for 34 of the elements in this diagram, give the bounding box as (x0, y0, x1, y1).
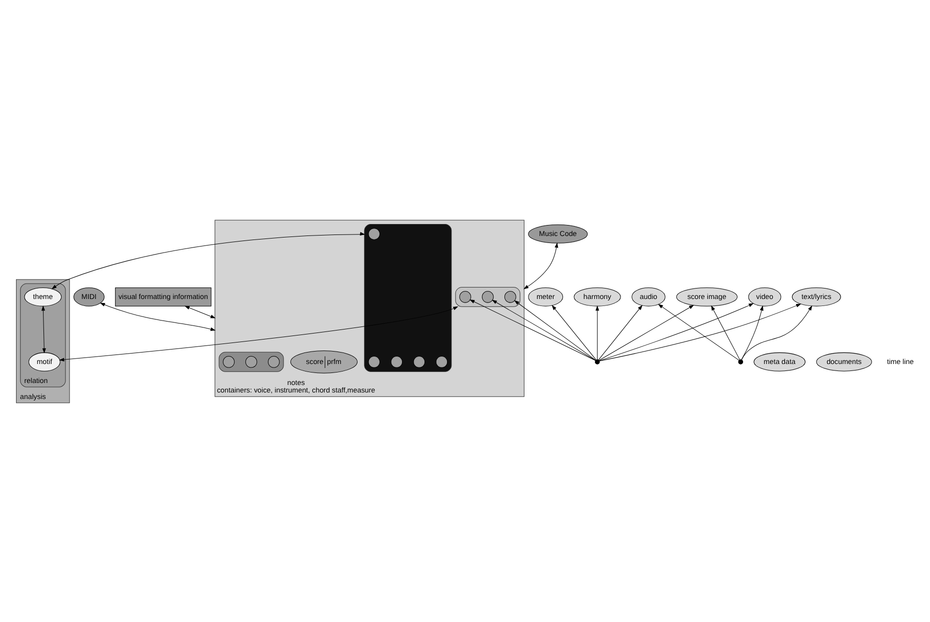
arrow (552, 304, 596, 360)
node-circle (368, 356, 380, 368)
arrow (711, 304, 740, 360)
node-circle (413, 356, 426, 368)
arrow (596, 304, 600, 360)
arrow (52, 231, 366, 289)
node-circle (390, 356, 403, 368)
arrow (184, 305, 216, 318)
arrow (41, 305, 46, 353)
arrow (599, 303, 802, 361)
node-circle (482, 290, 494, 302)
node-circle (504, 290, 516, 302)
node-circle (268, 356, 280, 368)
node-circle (222, 356, 235, 368)
arrow (741, 304, 812, 360)
node-circle (436, 356, 448, 368)
arrow (598, 304, 694, 360)
arrow (523, 242, 558, 289)
node-circle (245, 356, 258, 368)
arrow (598, 304, 642, 360)
arrow (599, 302, 754, 361)
node-point (594, 358, 600, 364)
node-point (738, 358, 744, 364)
arrow (492, 299, 596, 360)
arrow (59, 306, 458, 361)
arrow (470, 299, 596, 360)
arrow (100, 302, 216, 330)
cluster (218, 351, 284, 372)
node-circle (368, 228, 380, 240)
cluster (364, 223, 452, 372)
arrow (514, 300, 596, 360)
arrow (741, 304, 764, 360)
node-circle (459, 290, 472, 302)
arrow (658, 303, 740, 360)
